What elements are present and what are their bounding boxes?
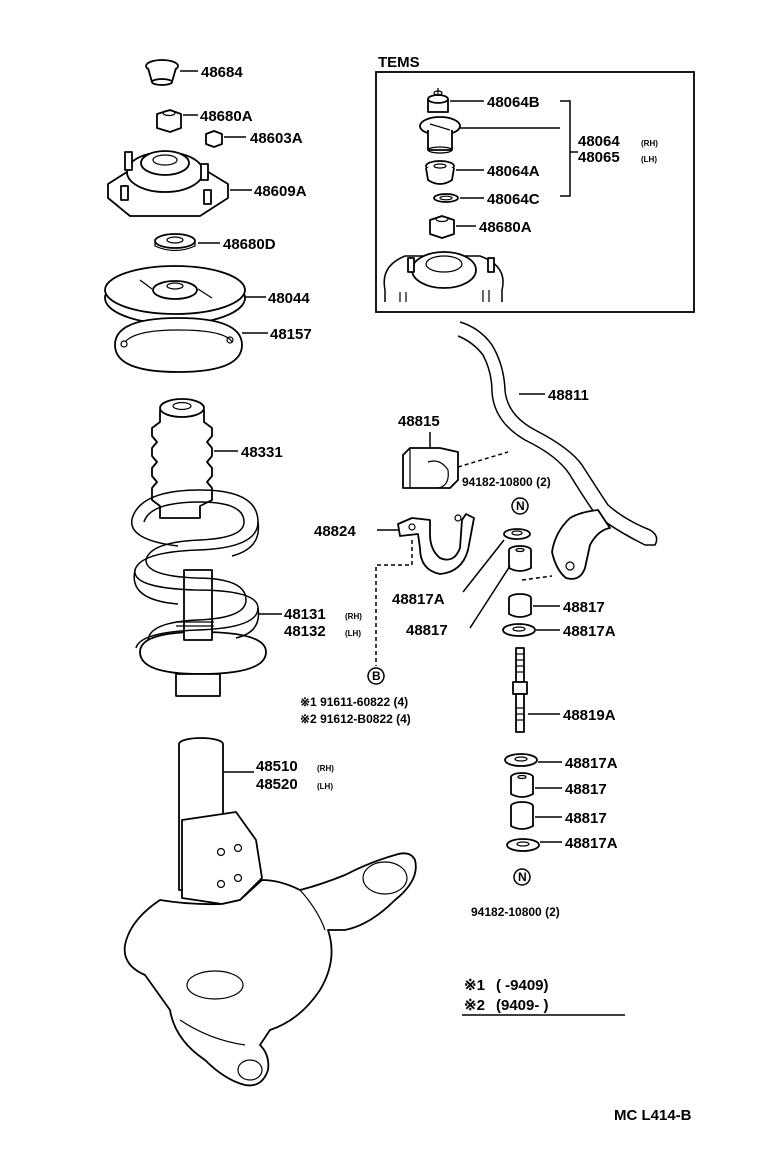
label-48044: 48044: [268, 290, 310, 307]
part-tems-48064C: [433, 193, 459, 203]
tems-bracket: [560, 100, 571, 197]
date-legend: ※1 ( -9409) ※2 (9409- ): [462, 977, 625, 1016]
part-48609A-strut-mount: [107, 150, 229, 217]
tag-lh-48520: (LH): [317, 782, 333, 791]
tag-rh-tems: (RH): [641, 139, 658, 148]
part-48819A-stud: [512, 647, 528, 733]
tag-lh-48132: (LH): [345, 629, 361, 638]
tems-box: [375, 71, 695, 313]
label-48520: 48520: [256, 776, 298, 793]
b-mark: [367, 667, 385, 685]
label-tems-48064C: 48064C: [487, 191, 540, 208]
tems-title: TEMS: [378, 54, 420, 71]
label-48603A: 48603A: [250, 130, 303, 147]
label-48132: 48132: [284, 623, 326, 640]
part-48817-r2-bushing: [510, 772, 534, 798]
legend-row1-range: ( -9409): [496, 977, 549, 994]
label-48817-r2: 48817: [565, 781, 607, 798]
label-48819A: 48819A: [563, 707, 616, 724]
label-48817A-left: 48817A: [392, 591, 445, 608]
part-48817A-r1-washer: [502, 623, 536, 637]
part-48811-stabilizer-bar: [457, 321, 658, 580]
tag-lh-tems: (LH): [641, 155, 657, 164]
label-48680A: 48680A: [200, 108, 253, 125]
part-48131-coil-spring: [131, 489, 267, 697]
label-tems-48064: 48064: [578, 133, 620, 150]
n-mark-upper: [511, 497, 529, 515]
part-48331-boot: [151, 398, 213, 519]
legend-row1-mark: ※1: [464, 977, 485, 994]
label-48817A-r2: 48817A: [565, 755, 618, 772]
n-mark-upper-text: N: [516, 499, 525, 513]
part-tems-48064B: [427, 88, 449, 113]
tag-rh-48131: (RH): [345, 612, 362, 621]
part-48817-r1-bushing: [508, 593, 532, 618]
label-48824: 48824: [314, 523, 356, 540]
part-tems-mount-sketch: [383, 251, 504, 302]
label-48817-left: 48817: [406, 622, 448, 639]
n-mark-lower: [513, 868, 531, 886]
bolt-upper-label: 94182-10800 (2): [462, 475, 551, 489]
label-48817-r1: 48817: [563, 599, 605, 616]
label-tems-48064B: 48064B: [487, 94, 540, 111]
label-48817A-r1: 48817A: [563, 623, 616, 640]
part-48044-spring-seat: [104, 265, 246, 325]
part-48603A-nut: [205, 130, 223, 148]
label-48609A: 48609A: [254, 183, 307, 200]
part-steering-knuckle: [123, 852, 417, 1087]
label-48131: 48131: [284, 606, 326, 623]
part-48817A-r3-washer: [506, 838, 540, 852]
bolt-lower-label: 94182-10800 (2): [471, 905, 560, 919]
dash-48824-to-bolt: [375, 540, 413, 666]
tag-rh-48510: (RH): [317, 764, 334, 773]
legend-row2-mark: ※2: [464, 997, 485, 1014]
label-48817A-r3: 48817A: [565, 835, 618, 852]
label-48680D: 48680D: [223, 236, 276, 253]
part-48817-r3-bushing: [510, 801, 534, 830]
part-48680D-washer: [154, 233, 196, 252]
part-48815-bushing: [402, 447, 459, 489]
bolt-2-label: ※2 91612-B0822 (4): [300, 712, 411, 726]
part-48510-strut: [178, 737, 263, 905]
label-48331: 48331: [241, 444, 283, 461]
legend-row2-range: (9409- ): [496, 997, 549, 1014]
part-tems-48680A: [429, 215, 455, 239]
part-tems-48064A: [425, 160, 455, 185]
label-48684: 48684: [201, 64, 243, 81]
part-48157-insulator: [114, 317, 243, 373]
label-tems-48680A: 48680A: [479, 219, 532, 236]
label-48817-r3: 48817: [565, 810, 607, 827]
diagram-code: MC L414-B: [614, 1107, 692, 1124]
part-48817A-r2-washer: [504, 753, 538, 767]
label-48157: 48157: [270, 326, 312, 343]
label-48815: 48815: [398, 413, 440, 430]
part-48684-cap: [145, 59, 179, 86]
bolt-1-label: ※1 91611-60822 (4): [300, 695, 408, 709]
part-48817-left-bushing: [508, 545, 532, 572]
part-48680A-nut: [156, 109, 182, 133]
part-tems-48064-unit: [419, 116, 461, 154]
label-tems-48064A: 48064A: [487, 163, 540, 180]
n-mark-lower-text: N: [518, 870, 527, 884]
part-48824-bracket: [397, 513, 475, 575]
part-48817A-left-washer: [503, 528, 531, 540]
label-48510: 48510: [256, 758, 298, 775]
b-mark-text: B: [372, 669, 381, 683]
label-48811: 48811: [548, 387, 589, 404]
label-tems-48065: 48065: [578, 149, 620, 166]
